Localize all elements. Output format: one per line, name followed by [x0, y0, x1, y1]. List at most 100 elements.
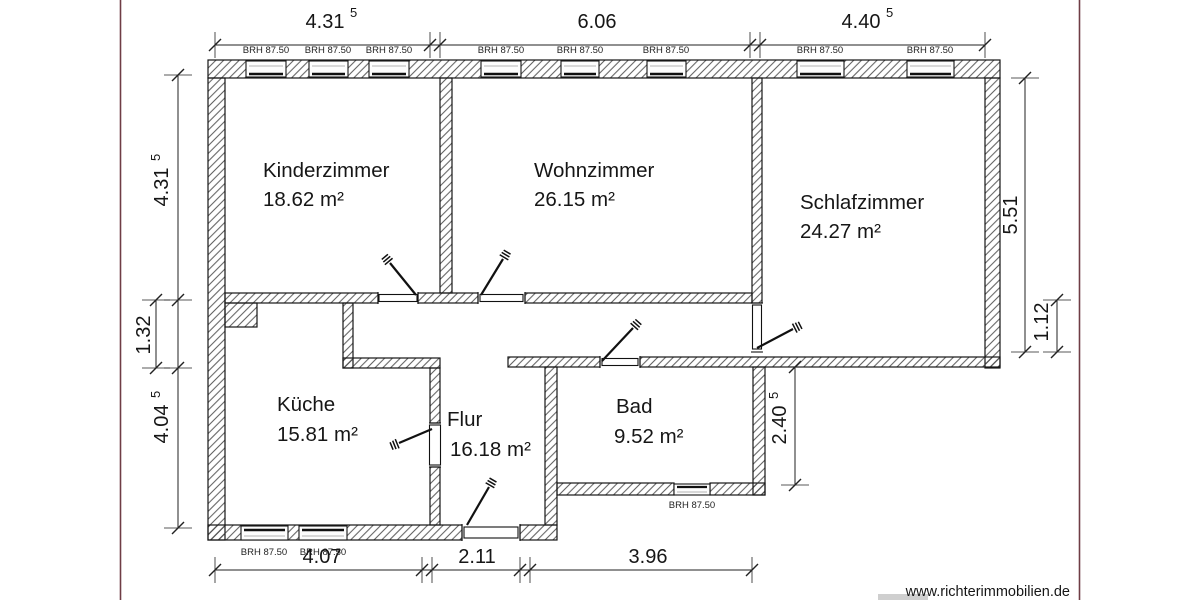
wall-schlafzimmer-bottom-b: [639, 356, 1001, 368]
wall-wohnzimmer-schlafzimmer: [751, 77, 763, 304]
wall-bad-bottom-a: [556, 482, 675, 496]
wall-bad-left: [544, 366, 558, 526]
wall-kinderzimmer-wohnzimmer: [439, 77, 453, 294]
wall-kueche-flur-a: [429, 367, 441, 424]
door-handle-icon: [499, 249, 511, 261]
window-kinderzimmer-2: [308, 60, 349, 78]
door-leaf: [480, 258, 504, 296]
dim-left-1: 4.31: [151, 168, 173, 207]
brh-label: BRH 87.50: [907, 45, 953, 56]
window-kueche-2: [298, 525, 348, 541]
dim-chain-top: 4.31 5 6.06 4.40 5: [208, 5, 992, 58]
dim-top-1-sup: 5: [350, 5, 357, 20]
wall-corridor-north-b: [417, 292, 479, 304]
dim-top-3-sup: 5: [886, 5, 893, 20]
brh-label: BRH 87.50: [557, 45, 603, 56]
window-kinderzimmer-1: [245, 60, 287, 78]
wall-bad-right: [752, 366, 766, 496]
wall-right: [984, 77, 1001, 369]
wall-kueche-flur-b: [429, 466, 441, 526]
room-area-kueche: 15.81 m²: [277, 423, 358, 446]
door-leaf: [466, 486, 490, 526]
brh-label: BRH 87.50: [241, 547, 287, 558]
door-handle-icon: [630, 318, 642, 331]
watermark-url: www.richterimmobilien.de: [905, 584, 1070, 600]
door-kinderzimmer: [377, 253, 419, 304]
dim-right-1: 5.51: [1000, 196, 1022, 235]
door-entrance: [461, 477, 521, 541]
brh-label: BRH 87.50: [305, 45, 351, 56]
room-name-schlafzimmer: Schlafzimmer: [800, 191, 924, 214]
windows: [240, 60, 955, 541]
door-bad: [599, 318, 642, 368]
dim-right-2: 1.12: [1031, 303, 1053, 342]
partial-logo: [878, 594, 928, 600]
room-name-bad: Bad: [616, 395, 652, 418]
doors: [377, 249, 803, 541]
door-handle-icon: [381, 253, 394, 266]
door-leaf: [389, 262, 417, 296]
door-kueche: [389, 422, 442, 468]
brh-label: BRH 87.50: [366, 45, 412, 56]
brh-labels: BRH 87.50 BRH 87.50 BRH 87.50 BRH 87.50 …: [241, 45, 953, 558]
door-leaf: [756, 328, 794, 349]
room-area-kinderzimmer: 18.62 m²: [263, 188, 344, 211]
dim-bad-right-sup: 5: [766, 392, 781, 399]
wall-kueche-step: [224, 302, 258, 328]
wall-left: [207, 77, 226, 541]
room-name-wohnzimmer: Wohnzimmer: [534, 159, 655, 182]
window-wohnzimmer-3: [646, 60, 687, 78]
dimension-lines: 4.31 5 6.06 4.40 5 4.31 5 1.32 4.04 5: [133, 5, 1071, 583]
dim-left-3: 4.04: [151, 405, 173, 444]
dim-chain-left: 4.31 5 1.32 4.04 5: [133, 68, 192, 535]
room-area-schlafzimmer: 24.27 m²: [800, 220, 881, 243]
window-kueche-1: [240, 525, 289, 541]
brh-label: BRH 87.50: [243, 45, 289, 56]
dim-bottom-1: 4.07: [303, 546, 342, 568]
wall-corridor-north-c: [524, 292, 753, 304]
room-name-kinderzimmer: Kinderzimmer: [263, 159, 390, 182]
brh-label: BRH 87.50: [300, 547, 346, 558]
wall-kueche-top: [342, 357, 441, 369]
brh-label: BRH 87.50: [669, 500, 715, 511]
door-handle-icon: [389, 438, 400, 450]
dim-bad-right: 2.40: [769, 406, 791, 445]
window-bad: [673, 483, 711, 496]
dim-left-1-sup: 5: [148, 154, 163, 161]
dim-left-2: 1.32: [133, 316, 155, 355]
wall-bottom-b: [519, 524, 558, 541]
room-area-wohnzimmer: 26.15 m²: [534, 188, 615, 211]
brh-label: BRH 87.50: [643, 45, 689, 56]
dim-top-3: 4.40: [842, 11, 881, 33]
window-schlafzimmer-1: [796, 60, 845, 78]
door-leaf: [601, 327, 634, 362]
dim-bottom-3: 3.96: [629, 546, 668, 568]
door-leaf: [398, 427, 433, 445]
room-name-kueche: Küche: [277, 393, 335, 416]
dim-left-3-sup: 5: [148, 391, 163, 398]
room-labels: Kinderzimmer 18.62 m² Wohnzimmer 26.15 m…: [263, 159, 924, 461]
dim-top-2: 6.06: [578, 11, 617, 33]
window-wohnzimmer-2: [560, 60, 600, 78]
door-handle-icon: [791, 321, 803, 333]
dim-chain-bad-right: 2.40 5: [766, 360, 809, 492]
dim-top-1: 4.31: [306, 11, 345, 33]
room-area-bad: 9.52 m²: [614, 425, 684, 448]
window-kinderzimmer-3: [368, 60, 410, 78]
dim-chain-right: 5.51 1.12: [1000, 71, 1071, 359]
brh-label: BRH 87.50: [797, 45, 843, 56]
door-wohnzimmer: [477, 249, 526, 304]
walls: [207, 59, 1001, 541]
door-handle-icon: [485, 477, 497, 489]
window-schlafzimmer-2: [906, 60, 955, 78]
room-area-flur: 16.18 m²: [450, 438, 531, 461]
dim-bottom-2: 2.11: [458, 546, 495, 568]
window-wohnzimmer-1: [480, 60, 522, 78]
dim-chain-bottom: 4.07 2.11 3.96: [208, 546, 759, 583]
room-name-flur: Flur: [447, 408, 482, 431]
brh-label: BRH 87.50: [478, 45, 524, 56]
door-schlafzimmer: [751, 302, 803, 353]
wall-schlafzimmer-bottom-a: [507, 356, 601, 368]
wall-corridor-north-a: [224, 292, 379, 304]
